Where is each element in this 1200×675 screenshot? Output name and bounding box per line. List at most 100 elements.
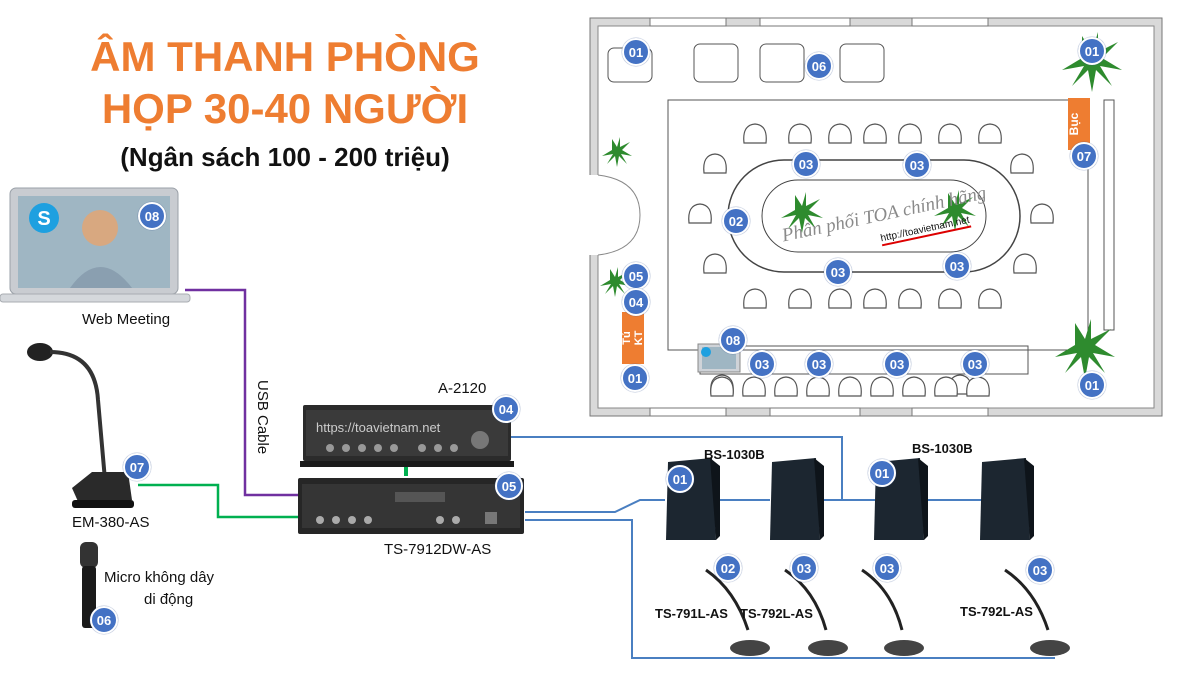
chair-icon <box>934 376 958 397</box>
chair-icon <box>703 153 727 174</box>
chair-icon <box>828 123 852 144</box>
fp-badge: 03 <box>961 350 989 378</box>
conf-mic-label-1: TS-791L-AS <box>655 606 728 621</box>
speaker-wire-mixer <box>525 499 665 513</box>
fp-badge: 03 <box>824 258 852 286</box>
usb-label: USB Cable <box>254 380 271 455</box>
chair-group <box>688 123 1054 397</box>
title-line-2: HỌP 30-40 NGƯỜI <box>101 85 469 132</box>
chair-icon <box>902 376 926 397</box>
badge-speaker-2: 01 <box>868 459 896 487</box>
amp-label: A-2120 <box>438 380 487 397</box>
chair-icon <box>978 288 1002 309</box>
fp-badge: 03 <box>903 151 931 179</box>
conference-mic-icon <box>705 568 770 656</box>
subtitle: (Ngân sách 100 - 200 triệu) <box>120 142 450 172</box>
chair-icon <box>743 288 767 309</box>
usb-cable-wire <box>185 288 300 497</box>
chair-icon <box>1030 203 1054 224</box>
chair-icon <box>898 123 922 144</box>
mic-cable-wire <box>138 483 300 519</box>
laptop-label: Web Meeting <box>82 311 171 328</box>
speaker-label-1: BS-1030B <box>704 447 765 462</box>
wireless-mic-label-1: Micro không dây <box>104 569 215 586</box>
plant-icon <box>600 267 630 297</box>
chair-icon <box>742 376 766 397</box>
skype-icon: S <box>29 203 59 233</box>
conf-mic-label-2: TS-792L-AS <box>740 606 813 621</box>
cabinet-label: Tủ KT <box>621 330 645 346</box>
conf-mic-label-3: TS-792L-AS <box>960 604 1033 619</box>
chair-icon <box>938 288 962 309</box>
plant-icon <box>934 190 976 231</box>
chair-icon <box>863 288 887 309</box>
plant-icon <box>602 137 632 167</box>
speaker-label-2: BS-1030B <box>912 441 973 456</box>
chair-icon <box>743 123 767 144</box>
fp-badge: 03 <box>748 350 776 378</box>
speaker-icon <box>980 458 1034 540</box>
fp-badge: 03 <box>883 350 911 378</box>
fp-badge: 08 <box>719 326 747 354</box>
gooseneck-mic-icon <box>27 343 134 508</box>
badge-confmic-4: 03 <box>1026 556 1054 584</box>
plant-icon <box>1055 319 1115 379</box>
chair-icon <box>828 288 852 309</box>
chair-icon <box>966 376 990 397</box>
badge-wireless: 06 <box>90 606 118 634</box>
amp-watermark: https://toavietnam.net <box>316 420 441 435</box>
gooseneck-mic-label: EM-380-AS <box>72 514 150 531</box>
title-line-1: ÂM THANH PHÒNG <box>90 33 480 80</box>
conference-mic-icon <box>861 568 924 656</box>
fp-badge: 06 <box>805 52 833 80</box>
chair-icon <box>703 253 727 274</box>
badge-laptop: 08 <box>138 202 166 230</box>
chair-icon <box>863 123 887 144</box>
fp-badge: 01 <box>1078 371 1106 399</box>
laptop-icon <box>0 187 191 303</box>
chair-icon <box>898 288 922 309</box>
conference-mic-icon <box>1004 568 1070 656</box>
fp-badge: 01 <box>1078 37 1106 65</box>
svg-text:S: S <box>37 208 50 230</box>
fp-badge: 05 <box>622 262 650 290</box>
chair-icon <box>978 123 1002 144</box>
chair-icon <box>938 123 962 144</box>
badge-confmic-2: 03 <box>790 554 818 582</box>
badge-confmic-1: 02 <box>714 554 742 582</box>
mixer-icon <box>298 478 524 534</box>
chair-icon <box>710 376 734 397</box>
confmic-wire <box>525 519 1055 659</box>
chair-icon <box>774 376 798 397</box>
podium-label: Bục <box>1067 112 1081 136</box>
chair-icon <box>806 376 830 397</box>
chair-icon <box>870 376 894 397</box>
speaker-icon <box>770 458 824 540</box>
fp-badge: 02 <box>722 207 750 235</box>
badge-amp: 04 <box>492 395 520 423</box>
chair-icon <box>1013 253 1037 274</box>
amplifier-icon <box>300 405 514 467</box>
badge-mixer: 05 <box>495 472 523 500</box>
chair-icon <box>1010 153 1034 174</box>
plant-icon <box>781 192 823 233</box>
fp-badge: 03 <box>805 350 833 378</box>
badge-speaker-1: 01 <box>666 465 694 493</box>
badge-gooseneck: 07 <box>123 453 151 481</box>
wireless-mic-label-2: di động <box>144 591 194 608</box>
fp-badge: 03 <box>943 252 971 280</box>
chair-icon <box>788 123 812 144</box>
fp-badge: 01 <box>622 38 650 66</box>
fp-badge: 07 <box>1070 142 1098 170</box>
fp-badge: 03 <box>792 150 820 178</box>
fp-badge: 04 <box>622 288 650 316</box>
chair-icon <box>788 288 812 309</box>
cabinet-box <box>622 312 644 364</box>
badge-confmic-3: 03 <box>873 554 901 582</box>
chair-icon <box>688 203 712 224</box>
mixer-label: TS-7912DW-AS <box>384 541 492 558</box>
podium-box <box>1068 98 1090 150</box>
chair-icon <box>838 376 862 397</box>
fp-badge: 01 <box>621 364 649 392</box>
